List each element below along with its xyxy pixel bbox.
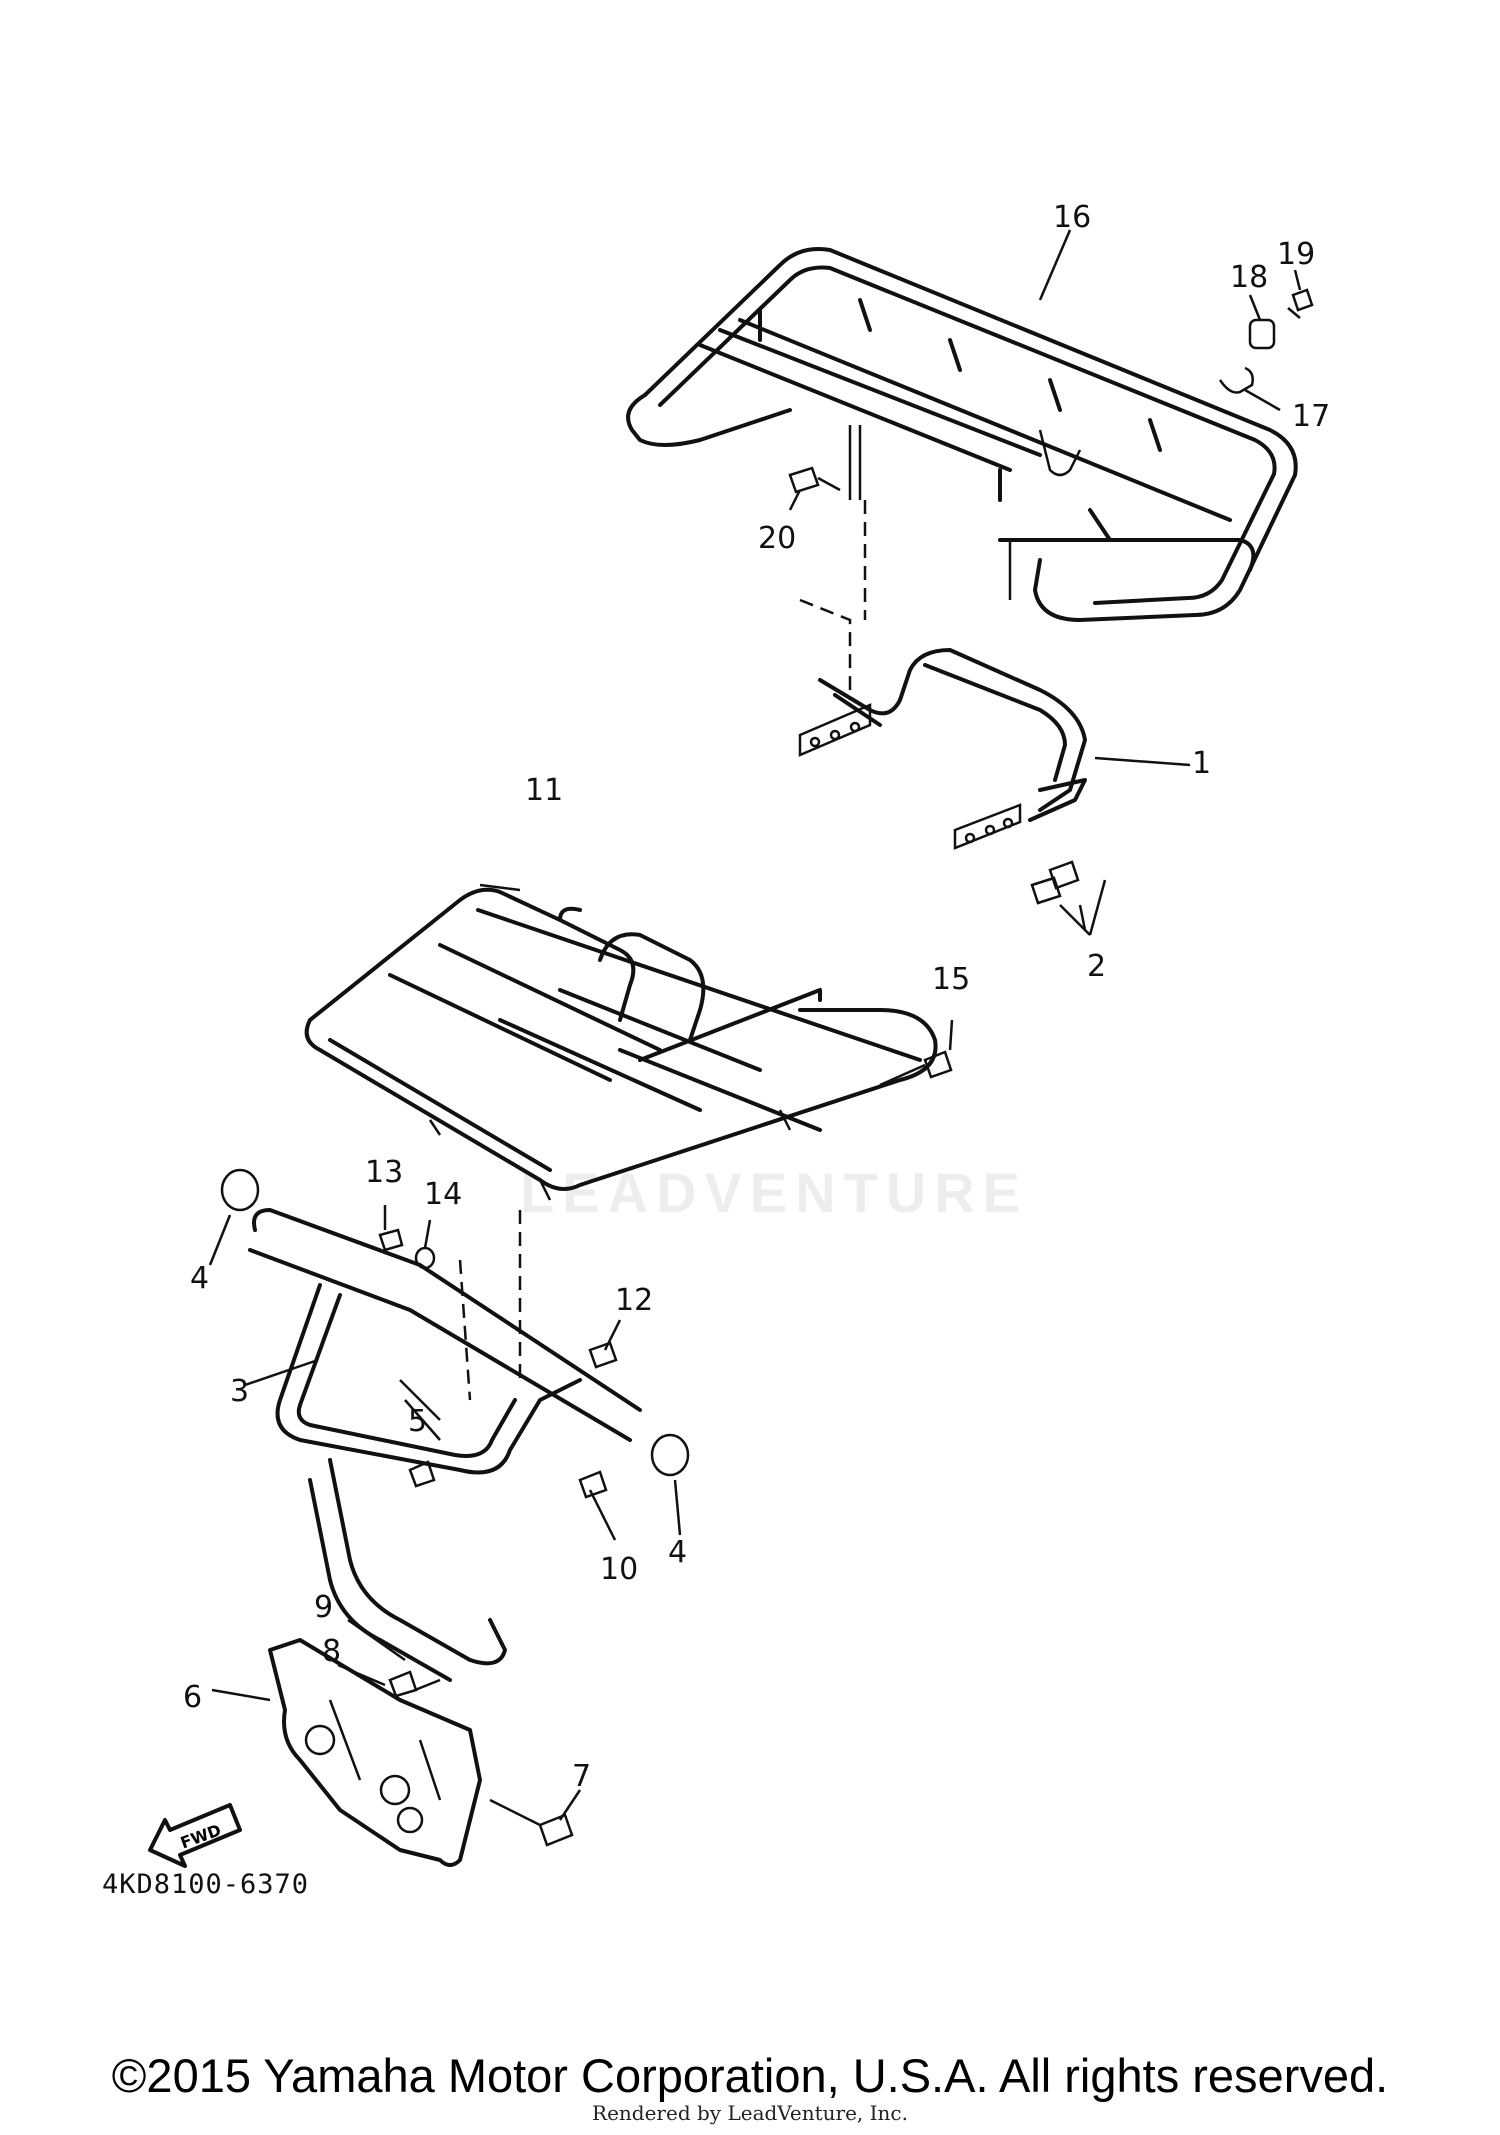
rear-bracket: [798, 500, 1087, 850]
callout-13: 13: [365, 1155, 404, 1190]
callout-4a: 4: [190, 1261, 210, 1296]
callout-8: 8: [322, 1634, 342, 1669]
rear-hardware: [788, 288, 1314, 905]
callout-14: 14: [424, 1177, 463, 1212]
front-bracket: [248, 1208, 642, 1682]
callout-5: 5: [408, 1404, 428, 1439]
callout-17: 17: [1292, 399, 1331, 434]
callout-6: 6: [183, 1680, 203, 1715]
callout-16: 16: [1053, 200, 1092, 235]
callout-7: 7: [572, 1759, 592, 1794]
leader-lines: [208, 229, 1302, 1821]
watermark: LEADVENTURE: [520, 1161, 1029, 1224]
callout-19: 19: [1277, 237, 1316, 272]
front-carrier: [304, 887, 938, 1201]
copyright-notice: ©2015 Yamaha Motor Corporation, U.S.A. A…: [111, 2049, 1389, 2102]
callout-11: 11: [525, 773, 564, 808]
fwd-arrow: FWD: [148, 1803, 242, 1868]
callout-15: 15: [932, 962, 971, 997]
callout-12: 12: [615, 1283, 654, 1318]
callout-20: 20: [758, 521, 797, 556]
diagram-code: 4KD8100-6370: [102, 1869, 310, 1900]
callout-2: 2: [1087, 949, 1107, 984]
callout-4b: 4: [668, 1535, 688, 1570]
callout-1: 1: [1192, 746, 1212, 781]
skid-plate: [268, 1638, 482, 1867]
rear-carrier: [626, 247, 1298, 622]
callout-3: 3: [230, 1374, 250, 1409]
rendered-by-credit: Rendered by LeadVenture, Inc.: [592, 2101, 908, 2125]
callout-9: 9: [314, 1590, 334, 1625]
callout-18: 18: [1230, 260, 1269, 295]
callout-10: 10: [600, 1552, 639, 1587]
front-hardware: [220, 1050, 953, 1847]
